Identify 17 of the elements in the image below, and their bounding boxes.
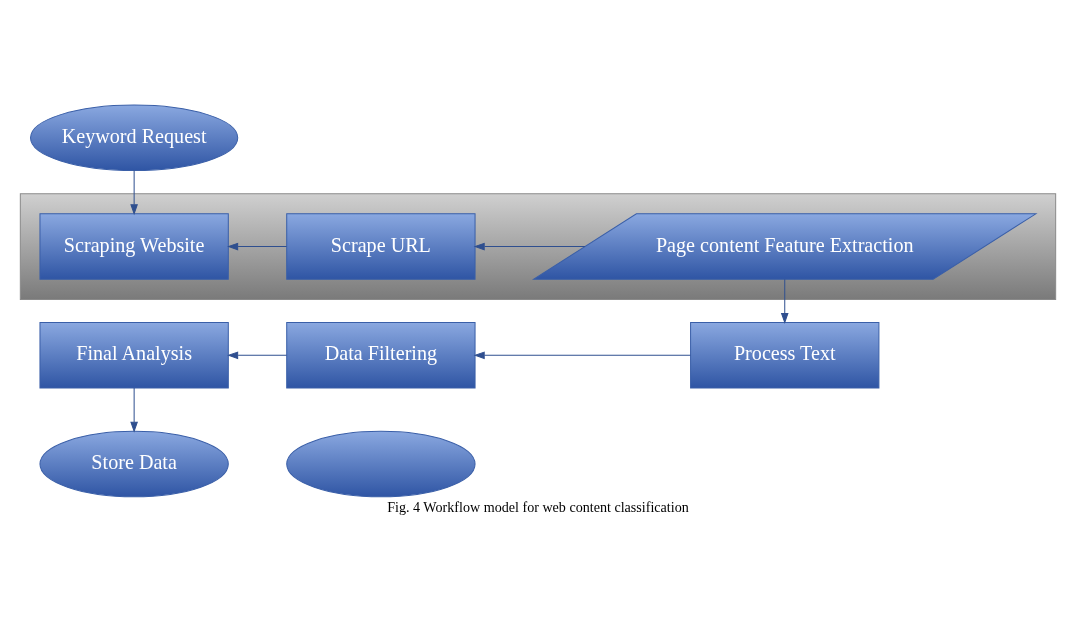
- node-box: Scraping Website: [39, 212, 229, 280]
- arrow: [130, 169, 139, 215]
- node-ellipse: [286, 430, 476, 497]
- cluster: [19, 192, 1057, 300]
- caption: Fig. 4 Workflow model for web content classification: [387, 498, 689, 515]
- arrow: [227, 242, 288, 250]
- arrow: [473, 242, 586, 250]
- node-ellipse: Keyword Request: [30, 104, 239, 171]
- node-box: Data Filtering: [286, 321, 476, 389]
- arrow: [780, 278, 789, 324]
- node-box: Process Text: [690, 321, 880, 389]
- node-box: Scrape URL: [286, 212, 476, 280]
- node-ellipse: Store Data: [39, 430, 229, 497]
- arrow: [227, 350, 288, 359]
- arrow: [473, 350, 691, 359]
- node-box: Final Analysis: [39, 321, 229, 389]
- arrow: [130, 387, 139, 433]
